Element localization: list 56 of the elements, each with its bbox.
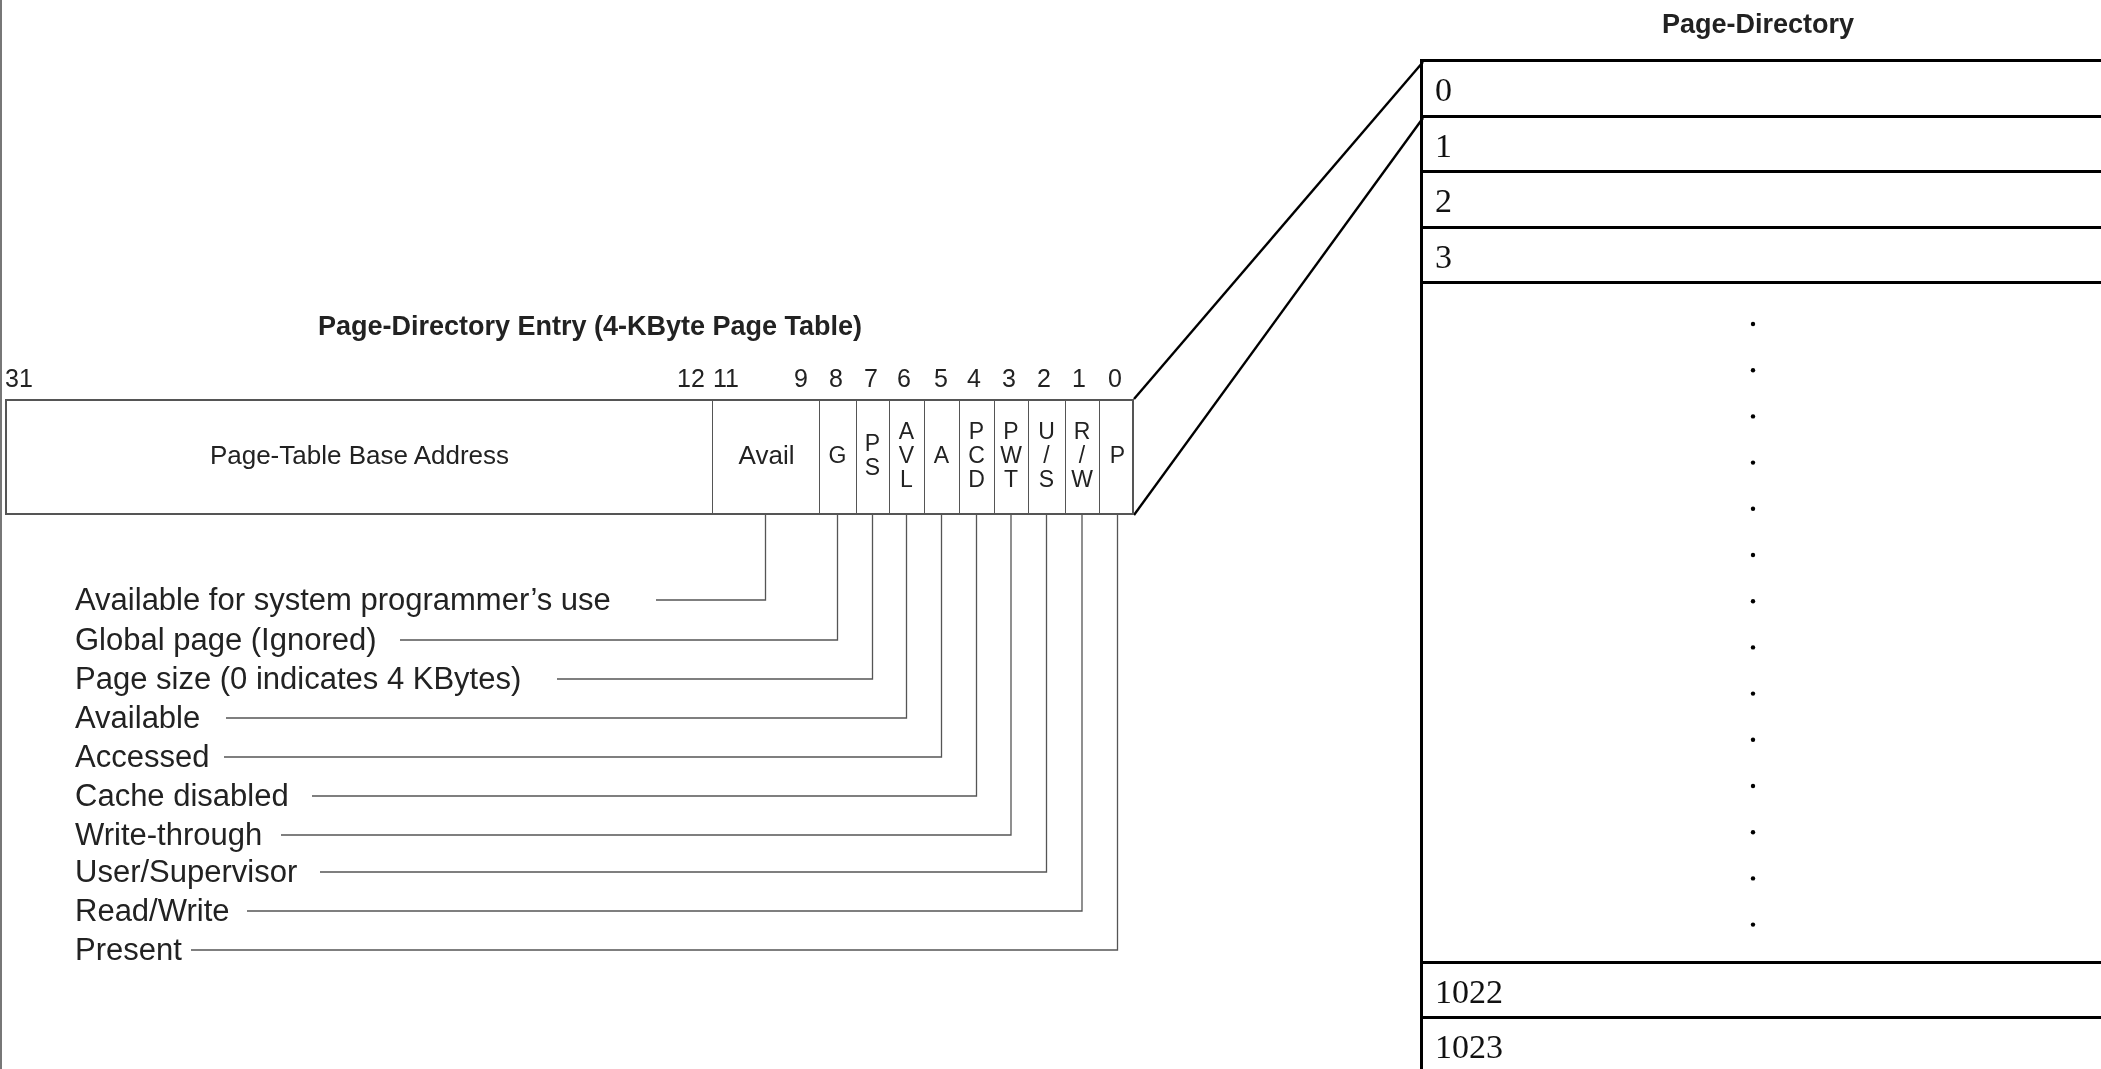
connector-line	[1133, 117, 1424, 516]
field-name: P S	[863, 431, 882, 479]
leader-line	[655, 512, 767, 601]
row-index: 2	[1435, 181, 1452, 221]
row-index: 1023	[1435, 1027, 1503, 1067]
field-description-text: Cache disabled	[75, 777, 290, 815]
register-heading: Page-Directory Entry (4-KByte Page Table)	[317, 309, 863, 343]
leader-line	[280, 512, 1012, 836]
bit-number: 5	[934, 363, 948, 393]
field-name: P C D	[967, 419, 986, 491]
row-index: 1	[1435, 125, 1452, 166]
field-description-text: Accessed	[75, 738, 211, 776]
leader-line	[319, 512, 1048, 873]
bit-number: 8	[829, 363, 843, 393]
row-index: 3	[1435, 236, 1452, 277]
connector-line	[1133, 61, 1424, 400]
bit-field-register	[5, 399, 1134, 515]
leader-line	[225, 512, 908, 719]
bit-number: 1	[1072, 363, 1086, 393]
bit-number: 3	[1002, 363, 1016, 393]
bit-number: 11	[713, 363, 739, 393]
directory-table	[1420, 59, 2101, 1069]
leader-line	[190, 512, 1119, 951]
field-description-text: Present	[75, 931, 183, 969]
leader-line	[223, 512, 943, 758]
field-name: Avail	[737, 439, 796, 471]
field-description-text: Read/Write	[75, 892, 231, 930]
row-index: 1022	[1435, 971, 1503, 1012]
bit-number: 31	[5, 363, 33, 393]
bit-number: 0	[1108, 363, 1122, 393]
bit-number: 6	[897, 363, 911, 393]
leader-line	[311, 512, 978, 797]
field-description-text: User/Supervisor	[75, 853, 299, 891]
leader-line	[399, 512, 839, 641]
bit-number: 9	[794, 363, 808, 393]
bit-number: 12	[677, 363, 705, 393]
bit-number: 4	[967, 363, 981, 393]
field-description-text: Write-through	[75, 816, 264, 854]
table-heading: Page-Directory	[1661, 7, 1855, 41]
field-name: G	[827, 443, 848, 467]
leader-line	[556, 512, 874, 680]
field-description-text: Available	[75, 699, 202, 737]
row-index: 0	[1435, 70, 1452, 110]
field-description-text: Available for system programmer’s use	[75, 581, 612, 619]
field-name: Page-Table Base Address	[208, 439, 511, 471]
field-name: U / S	[1037, 419, 1056, 491]
bit-number: 2	[1037, 363, 1051, 393]
field-name: A	[932, 443, 951, 467]
leader-line	[246, 512, 1083, 912]
bit-number: 7	[864, 363, 878, 393]
field-name: R / W	[1070, 419, 1094, 491]
field-name: P W T	[999, 419, 1023, 491]
field-name: A V L	[897, 419, 916, 491]
field-name: P	[1108, 443, 1127, 467]
field-description-text: Page size (0 indicates 4 KBytes)	[75, 660, 523, 698]
field-description-text: Global page (Ignored)	[75, 621, 378, 659]
